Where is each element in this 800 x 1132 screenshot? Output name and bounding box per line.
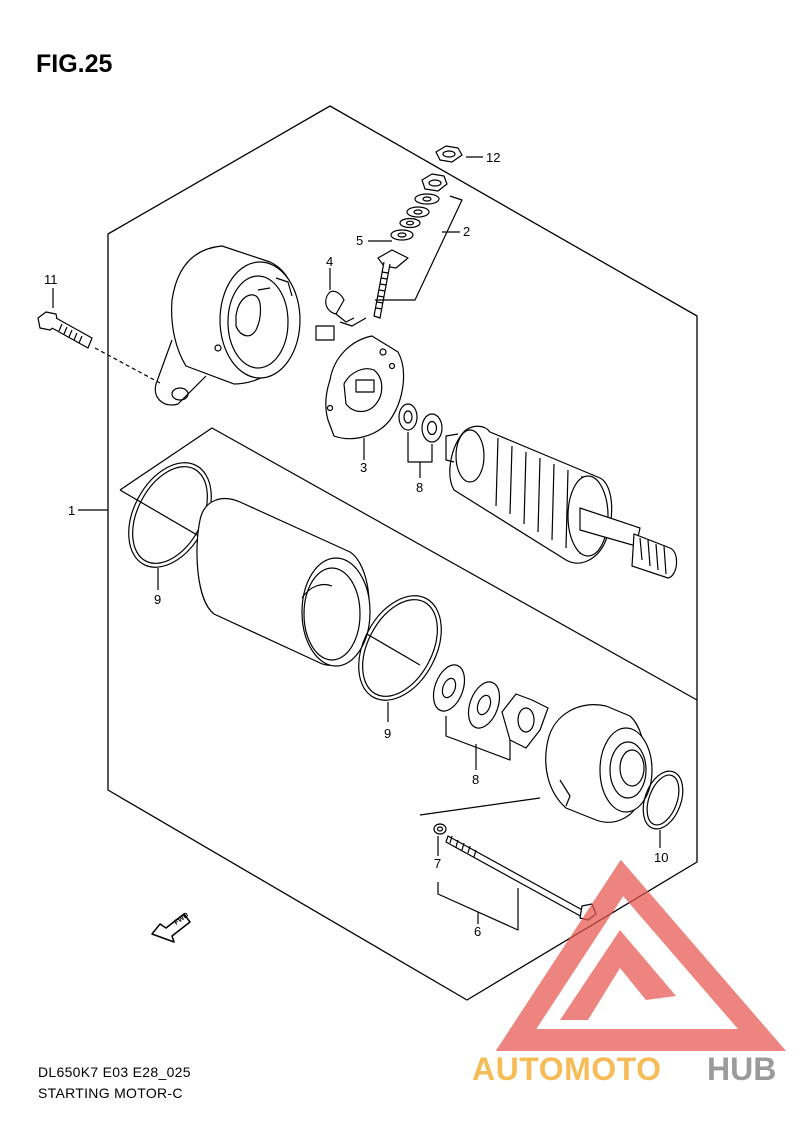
callout-9-lower: 9 — [384, 726, 391, 741]
figure-title: FIG.25 — [36, 50, 113, 78]
callout-5: 5 — [356, 233, 363, 248]
brush-part-4 — [315, 268, 367, 341]
rear-end-cover — [154, 245, 301, 406]
callout-3: 3 — [360, 460, 367, 475]
callout-9-upper: 9 — [154, 592, 161, 607]
washers-part-8-lower — [432, 664, 549, 770]
caption-model-code: DL650K7 E03 E28_025 — [38, 1064, 191, 1080]
frame-outline — [107, 105, 698, 1001]
watermark-text-part1: AUTOMOTO — [472, 1051, 661, 1087]
callout-2: 2 — [463, 224, 470, 239]
watermark-text-part2: HUB — [707, 1051, 776, 1087]
callout-8-upper: 8 — [416, 480, 423, 495]
callout-7: 7 — [434, 856, 441, 871]
o-ring-part-10 — [642, 770, 684, 848]
callout-11: 11 — [44, 272, 58, 287]
armature — [445, 425, 678, 579]
callout-10: 10 — [654, 850, 668, 865]
yoke-housing-part-1 — [78, 498, 371, 667]
o-ring-part-9-lower — [358, 595, 442, 722]
callout-6: 6 — [474, 924, 481, 939]
long-bolt-part-6 — [433, 823, 597, 931]
watermark-text: AUTOMOTO HUB — [472, 1051, 776, 1087]
nut-part-12 — [435, 145, 483, 163]
callout-12: 12 — [486, 150, 500, 165]
bolt-part-11 — [37, 288, 161, 384]
washers-part-8-upper — [398, 403, 443, 478]
front-housing — [419, 704, 653, 823]
caption-part-name: STARTING MOTOR-C — [38, 1085, 183, 1101]
callout-4: 4 — [326, 254, 333, 269]
callout-1: 1 — [68, 503, 75, 518]
subframe-part-1 — [119, 427, 698, 701]
watermark-logo — [495, 859, 787, 1051]
fwd-arrow-icon — [151, 913, 191, 943]
brush-plate-part-3 — [325, 335, 405, 460]
terminal-stack — [368, 173, 463, 319]
callout-8-lower: 8 — [472, 772, 479, 787]
